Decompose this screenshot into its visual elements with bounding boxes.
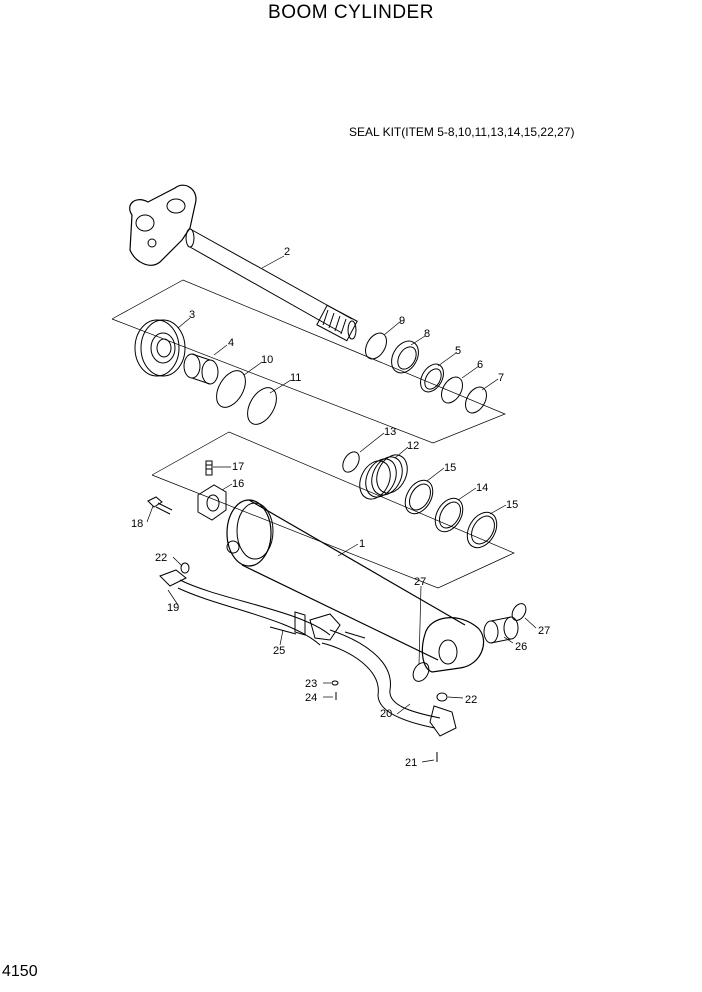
part-5-seal <box>420 363 444 393</box>
part-22-oring-a <box>180 562 190 574</box>
part-13-oring <box>342 451 360 473</box>
part-17-set-screw <box>205 460 213 476</box>
callout-9: 9 <box>399 315 405 327</box>
diagram-title: BOOM CYLINDER <box>268 2 434 23</box>
callout-21: 21 <box>405 757 417 769</box>
callout-22-b: 22 <box>465 694 477 706</box>
callout-7: 7 <box>498 372 504 384</box>
part-8-seal <box>391 340 419 374</box>
callout-3: 3 <box>189 309 195 321</box>
page-number: 4150 <box>2 963 38 980</box>
lower-kit-outline <box>151 431 515 589</box>
callout-27-a: 27 <box>414 576 426 588</box>
callout-10: 10 <box>261 354 273 366</box>
part-27-oring-b <box>511 603 527 621</box>
callout-2: 2 <box>284 246 290 258</box>
part-3-gland <box>134 319 186 377</box>
callout-14: 14 <box>476 482 488 494</box>
callout-4: 4 <box>228 337 234 349</box>
part-15-ring-b <box>466 511 498 549</box>
part-15-ring-a <box>404 479 434 515</box>
part-23-washer <box>331 680 339 686</box>
callout-26: 26 <box>515 641 527 653</box>
callout-24: 24 <box>305 692 317 704</box>
callout-25: 25 <box>273 645 285 657</box>
callout-18: 18 <box>131 518 143 530</box>
callout-13: 13 <box>384 426 396 438</box>
part-6-ring <box>441 376 463 404</box>
piston-rod <box>129 184 358 342</box>
part-4-bushing <box>183 353 219 385</box>
part-19-pipe <box>159 569 331 646</box>
callout-6: 6 <box>477 359 483 371</box>
callout-5: 5 <box>455 345 461 357</box>
callout-16: 16 <box>232 478 244 490</box>
callout-1: 1 <box>359 538 365 550</box>
callout-17: 17 <box>232 461 244 473</box>
part-26-bushing <box>483 616 519 644</box>
part-20-pipe <box>321 629 457 737</box>
part-18-bolt <box>147 496 173 515</box>
part-16-lock-nut <box>197 484 227 521</box>
seal-kit-note: SEAL KIT(ITEM 5-8,10,11,13,14,15,22,27) <box>349 125 575 139</box>
callout-11: 11 <box>290 372 301 384</box>
part-7-ring <box>465 386 487 414</box>
callout-19: 19 <box>167 602 179 614</box>
callout-22-a: 22 <box>155 552 167 564</box>
callout-15-a: 15 <box>444 462 456 474</box>
callout-15-b: 15 <box>506 499 518 511</box>
leader-lines <box>146 255 537 763</box>
callout-20: 20 <box>380 708 392 720</box>
callout-12: 12 <box>407 440 419 452</box>
part-1-cylinder-tube <box>226 499 485 673</box>
part-22-oring-b <box>436 692 448 702</box>
part-25-clamp <box>269 611 366 641</box>
part-27-oring-a <box>412 662 430 682</box>
part-11-oring <box>247 387 277 425</box>
upper-kit-outline <box>111 279 506 444</box>
part-12-piston <box>359 454 408 500</box>
part-10-oring <box>216 370 246 408</box>
callout-27-b: 27 <box>538 625 550 637</box>
callout-8: 8 <box>424 328 430 340</box>
callout-23: 23 <box>305 678 317 690</box>
part-9-oring <box>365 332 387 360</box>
part-14-ring <box>434 497 464 533</box>
